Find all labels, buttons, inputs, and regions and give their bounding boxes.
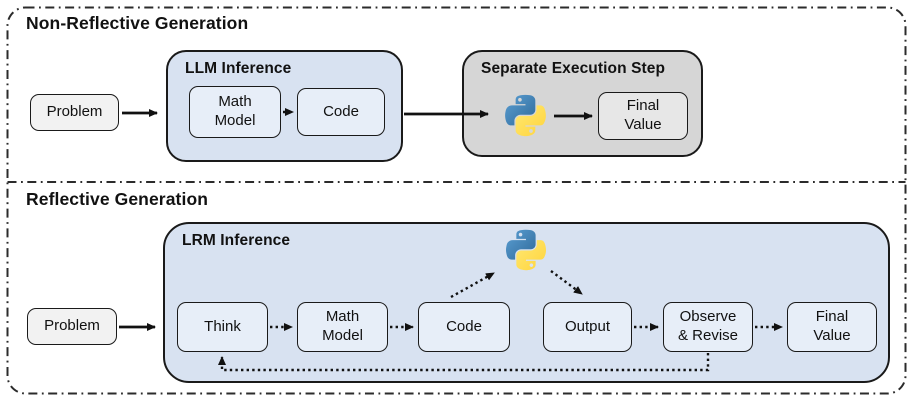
- bottom-panel-title: Reflective Generation: [26, 189, 209, 209]
- llm-inference-title: LLM Inference: [185, 60, 292, 77]
- observe-revise-box: Observe & Revise: [663, 302, 753, 352]
- think-box: Think: [177, 302, 268, 352]
- code-box-top: Code: [297, 88, 385, 136]
- final-value-box-top: Final Value: [598, 92, 688, 140]
- final-value-box-bottom: Final Value: [787, 302, 877, 352]
- math-model-box-bottom: Math Model: [297, 302, 388, 352]
- top-panel-title: Non-Reflective Generation: [26, 13, 249, 33]
- code-box-bottom: Code: [418, 302, 510, 352]
- python-icon: [506, 229, 546, 271]
- separate-execution-title: Separate Execution Step: [481, 60, 666, 77]
- problem-box-top: Problem: [30, 94, 119, 131]
- output-box: Output: [543, 302, 632, 352]
- math-model-box-top: Math Model: [189, 86, 281, 138]
- python-icon: [505, 94, 546, 137]
- problem-box-bottom: Problem: [27, 308, 117, 345]
